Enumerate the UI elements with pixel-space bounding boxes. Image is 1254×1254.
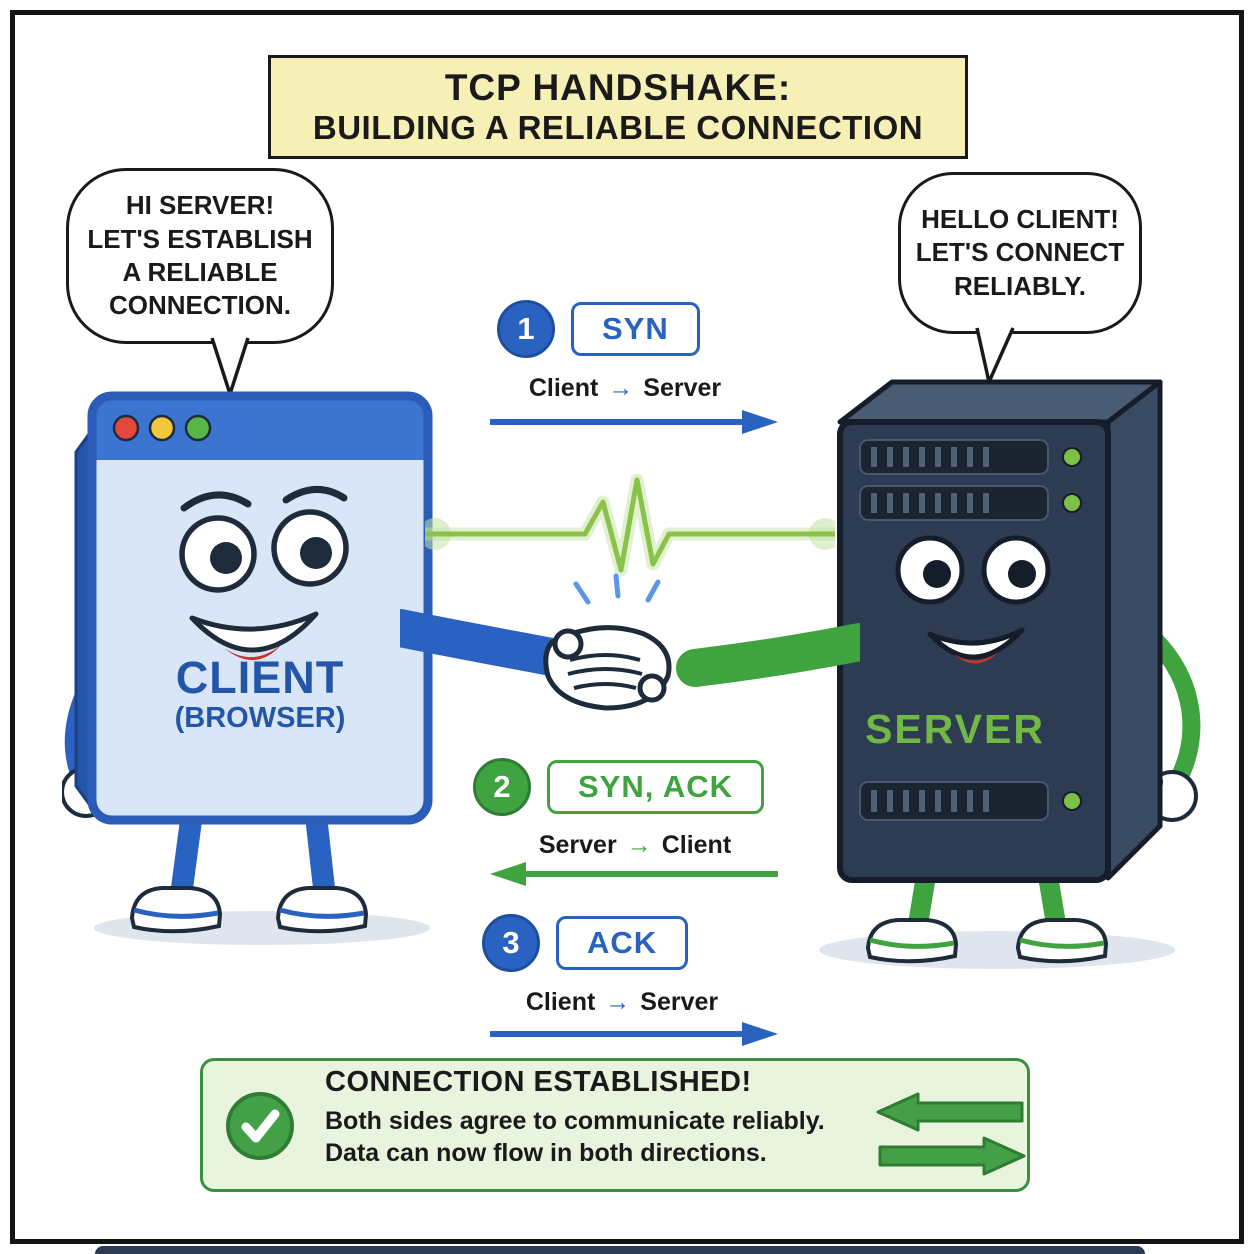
client-speech-line: LET'S ESTABLISH <box>87 223 313 254</box>
server-face <box>895 535 1051 664</box>
step-2-badge: 2 <box>473 758 531 816</box>
client-eyebrow-right <box>282 486 348 504</box>
server-vent-row-bottom <box>859 781 1082 821</box>
next-panel-edge <box>95 1246 1145 1254</box>
client-sublabel: (BROWSER) <box>174 702 346 734</box>
step-2-arrow-icon <box>490 862 778 886</box>
step-2-row: 2 SYN, ACK <box>473 758 764 816</box>
step-1-syn-box: SYN <box>571 302 700 356</box>
server-vent-row-1 <box>859 439 1082 475</box>
client-speech-line: CONNECTION. <box>109 290 291 321</box>
connection-established-panel <box>200 1058 1030 1192</box>
step-3-direction: Client → Server <box>492 988 752 1017</box>
pulse-line-icon <box>425 473 835 577</box>
step-2-synack-box: SYN, ACK <box>547 760 764 814</box>
step-1-row: 1 SYN <box>497 300 700 358</box>
clasped-hands <box>543 625 672 711</box>
server-speech-line: RELIABLY. <box>954 270 1086 301</box>
client-titlebar <box>92 396 428 460</box>
client-eyebrow-left <box>180 491 252 512</box>
direction-to: Server <box>640 988 719 1016</box>
client-speech-bubble: HI SERVER! LET'S ESTABLISH A RELIABLE CO… <box>66 168 334 344</box>
footer-line-2: Data can now flow in both directions. <box>325 1139 767 1167</box>
right-arrow-glyph: → <box>605 988 631 1016</box>
server-led-icon <box>1062 447 1082 467</box>
client-speech-line: A RELIABLE <box>122 257 278 287</box>
server-label: SERVER <box>865 706 1045 752</box>
client-arm-right <box>400 609 587 679</box>
server-shoe-left <box>865 918 959 964</box>
right-arrow-glyph: → <box>608 374 634 402</box>
client-shoe-right <box>275 886 369 934</box>
client-character <box>62 391 433 945</box>
bidirectional-arrows-icon <box>876 1092 1026 1176</box>
server-shoe-right <box>1015 918 1109 964</box>
server-speech-bubble: HELLO CLIENT! LET'S CONNECT RELIABLY. <box>898 172 1142 334</box>
direction-from: Client <box>525 988 596 1016</box>
step-1-direction: Client → Server <box>495 374 755 403</box>
sparkle-icon <box>573 573 661 605</box>
client-speech-line: HI SERVER! <box>125 190 275 221</box>
server-mouth <box>927 627 1025 660</box>
client-shoe-left <box>129 886 223 934</box>
server-arm-left <box>676 623 860 687</box>
step-3-badge: 3 <box>482 914 540 972</box>
step-1-arrow-icon <box>490 410 778 434</box>
step-3-ack-box: ACK <box>556 916 689 970</box>
footer-line-1: Both sides agree to communicate reliably… <box>325 1107 825 1135</box>
direction-to: Client <box>661 831 732 859</box>
server-speech-line: HELLO CLIENT! <box>921 204 1119 235</box>
step-1-badge: 1 <box>497 300 555 358</box>
server-led-icon <box>1062 791 1082 811</box>
footer-text: CONNECTION ESTABLISHED! Both sides agree… <box>325 1066 885 1169</box>
client-mouth <box>189 611 319 653</box>
server-speech-line: LET'S CONNECT <box>915 237 1125 268</box>
client-label: CLIENT <box>175 652 345 703</box>
step-3-row: 3 ACK <box>482 914 689 972</box>
title-line-1: TCP HANDSHAKE: <box>444 67 792 108</box>
direction-from: Server <box>538 831 617 859</box>
client-browser-window <box>74 391 433 825</box>
handshake-icon <box>400 573 860 711</box>
step-2-direction: Server → Client <box>505 831 765 860</box>
checkmark-icon <box>226 1092 294 1160</box>
title-banner: TCP HANDSHAKE: BUILDING A RELIABLE CONNE… <box>268 55 968 159</box>
traffic-light-green-icon <box>184 414 212 442</box>
step-3-arrow-icon <box>490 1022 778 1046</box>
right-arrow-glyph: → <box>626 831 652 859</box>
footer-title: CONNECTION ESTABLISHED! <box>325 1066 752 1098</box>
direction-to: Server <box>643 374 722 402</box>
title-line-2: BUILDING A RELIABLE CONNECTION <box>312 109 924 146</box>
direction-from: Client <box>528 374 599 402</box>
server-vent-row-2 <box>859 485 1082 521</box>
traffic-light-red-icon <box>112 414 140 442</box>
server-led-icon <box>1062 493 1082 513</box>
server-character <box>819 379 1201 969</box>
traffic-light-yellow-icon <box>148 414 176 442</box>
